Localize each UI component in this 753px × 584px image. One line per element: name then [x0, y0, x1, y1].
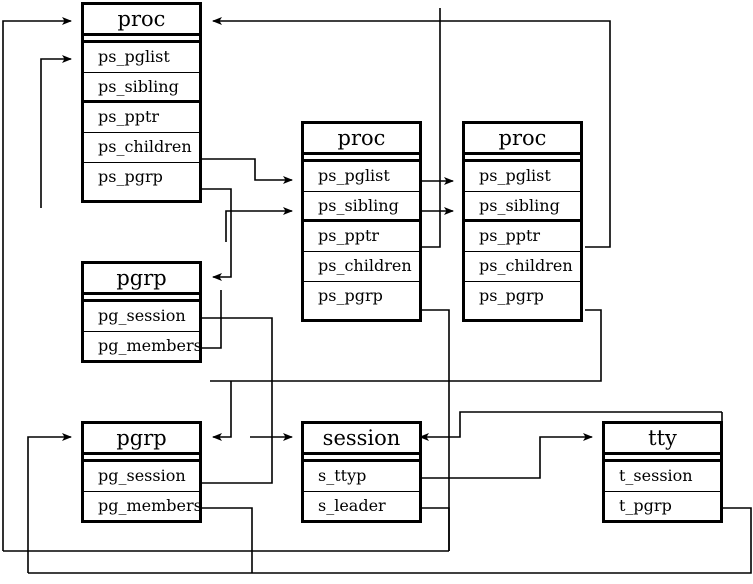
wire-pgrp2-members-out: [202, 507, 253, 573]
wire-to-proc2-sibling: [225, 207, 293, 242]
struct-title: tty: [605, 424, 720, 455]
field-ps-children: ps_children: [84, 133, 199, 163]
struct-divider: [304, 455, 419, 462]
field-ps-pglist: ps_pglist: [465, 162, 580, 192]
struct-proc-3: proc ps_pglist ps_sibling ps_pptr ps_chi…: [462, 121, 583, 322]
wire-to-pgrp2-title: [212, 381, 232, 441]
field-pg-session: pg_session: [84, 302, 199, 332]
struct-session-1: session s_ttyp s_leader: [301, 421, 422, 523]
struct-divider: [84, 455, 199, 462]
struct-title: session: [304, 424, 419, 455]
wire-to-proc1-pglist: [40, 55, 72, 208]
struct-proc-1: proc ps_pglist ps_sibling ps_pptr ps_chi…: [81, 2, 202, 203]
field-pg-session: pg_session: [84, 462, 199, 492]
struct-pgrp-2: pgrp pg_session pg_members: [81, 421, 202, 523]
field-ps-pgrp: ps_pgrp: [98, 167, 163, 186]
field-t-pgrp: t_pgrp: [619, 496, 672, 515]
struct-title: proc: [465, 124, 580, 155]
field-ps-children: ps_children: [465, 252, 580, 282]
field-ps-pglist: ps_pglist: [84, 43, 199, 73]
struct-title: pgrp: [84, 264, 199, 295]
wire-proc2-pgrp-down: [422, 309, 450, 551]
field-pg-members: pg_members: [98, 336, 202, 355]
wire-pgrp1-session-out: [202, 317, 273, 484]
field-ps-sibling: ps_sibling: [465, 192, 580, 222]
struct-title: pgrp: [84, 424, 199, 455]
struct-title: proc: [84, 5, 199, 36]
wire-proc1-pgrp-to-pgrp1: [202, 188, 232, 281]
wire-session-ttyp-to-tty: [422, 433, 593, 479]
field-ps-pgrp: ps_pgrp: [318, 286, 383, 305]
struct-title: proc: [304, 124, 419, 155]
wire-proc1-children-to-proc2-pglist: [202, 158, 293, 184]
field-s-ttyp: s_ttyp: [304, 462, 419, 492]
wire-left-to-pgrp2-title: [27, 433, 72, 573]
struct-divider: [605, 455, 720, 462]
field-t-session: t_session: [605, 462, 720, 492]
struct-divider: [84, 295, 199, 302]
wire-bottom-left-to-proc1-title: [2, 17, 72, 551]
field-ps-pptr: ps_pptr: [84, 103, 199, 133]
wire-session-leader-down: [422, 507, 450, 551]
field-ps-children: ps_children: [304, 252, 419, 282]
struct-divider: [304, 155, 419, 162]
field-ps-pptr: ps_pptr: [465, 222, 580, 252]
struct-pgrp-1: pgrp pg_session pg_members: [81, 261, 202, 363]
wire-proc2-pptr-riser: [422, 8, 441, 248]
wire-pgrp1-members-out: [202, 290, 222, 349]
field-ps-pglist: ps_pglist: [304, 162, 419, 192]
field-pg-members: pg_members: [98, 496, 202, 515]
field-s-leader: s_leader: [318, 496, 386, 515]
field-ps-pptr: ps_pptr: [304, 222, 419, 252]
field-ps-pgrp: ps_pgrp: [479, 286, 544, 305]
struct-divider: [84, 36, 199, 43]
struct-divider: [465, 155, 580, 162]
struct-tty-1: tty t_session t_pgrp: [602, 421, 723, 523]
field-ps-sibling: ps_sibling: [304, 192, 419, 222]
struct-proc-2: proc ps_pglist ps_sibling ps_pptr ps_chi…: [301, 121, 422, 322]
field-ps-sibling: ps_sibling: [84, 73, 199, 103]
